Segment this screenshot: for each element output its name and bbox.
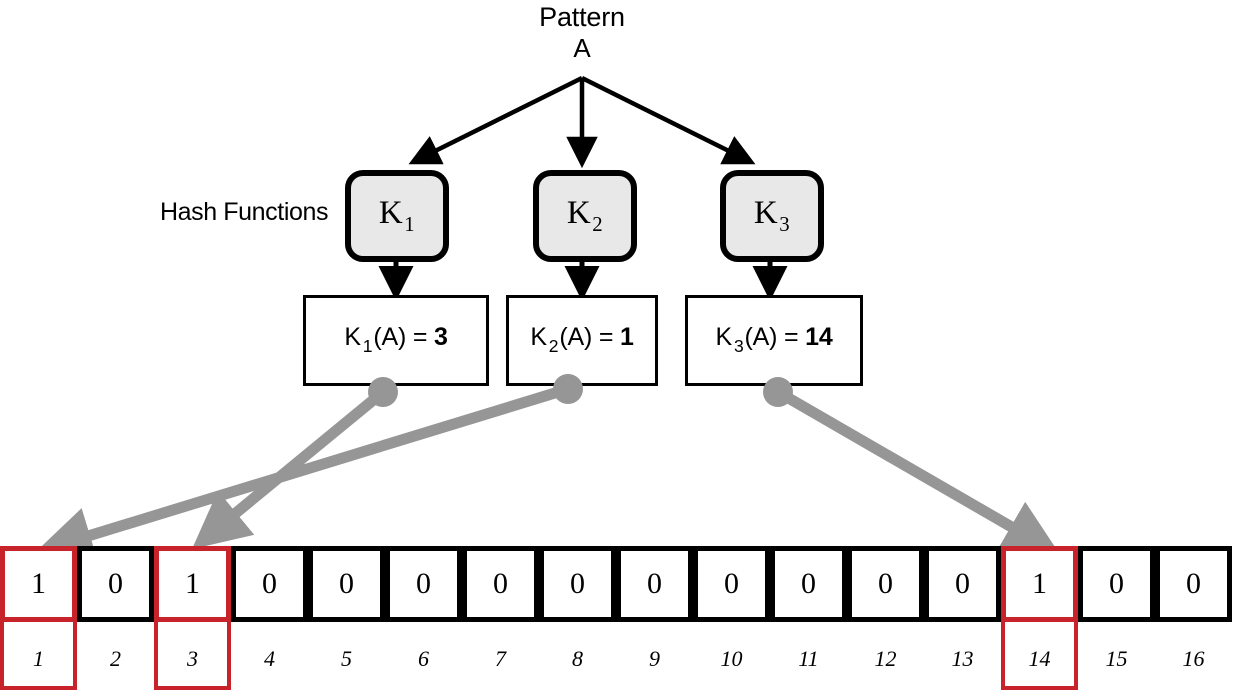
- bit-array-column: 0 10: [693, 546, 770, 690]
- hash-function-k2-text: K2: [566, 194, 604, 236]
- bit-cell[interactable]: 0: [924, 546, 1001, 622]
- page-title: Pattern A: [0, 2, 1164, 64]
- bit-index-text: 14: [1028, 646, 1051, 671]
- bit-cell[interactable]: 0: [1078, 546, 1155, 622]
- bit-index-label: 14: [1001, 622, 1078, 690]
- bit-cell[interactable]: 0: [385, 546, 462, 622]
- bit-array-column: 0 11: [770, 546, 847, 690]
- bit-array-column: 0 12: [847, 546, 924, 690]
- bit-index-text: 13: [951, 646, 974, 671]
- bit-index-label: 12: [847, 622, 924, 690]
- bit-index-text: 7: [495, 646, 506, 671]
- bit-index-text: 4: [264, 646, 275, 671]
- bit-index-label: 11: [770, 622, 847, 690]
- hash-functions-label: Hash Functions: [160, 198, 329, 226]
- bit-cell[interactable]: 0: [308, 546, 385, 622]
- bit-index-label: 5: [308, 622, 385, 690]
- bit-index-label: 7: [462, 622, 539, 690]
- hash-function-box-k1: K1: [345, 170, 449, 262]
- bit-cell[interactable]: 0: [847, 546, 924, 622]
- bit-index-label: 15: [1078, 622, 1155, 690]
- bit-index-text: 11: [798, 646, 819, 671]
- bit-index-text: 9: [649, 646, 660, 671]
- hash-function-box-k3: K3: [720, 170, 824, 262]
- bit-index-text: 5: [341, 646, 352, 671]
- bit-index-text: 16: [1182, 646, 1205, 671]
- bit-index-label: 16: [1155, 622, 1232, 690]
- arrow-k3-to-bit14: [775, 387, 1061, 556]
- hash-function-box-k2: K2: [533, 170, 637, 262]
- bit-index-label: 1: [0, 622, 77, 690]
- hash-function-k1-text: K1: [378, 194, 416, 236]
- bit-index-label: 6: [385, 622, 462, 690]
- bit-index-label: 13: [924, 622, 1001, 690]
- arrow-k2-to-bit1: [35, 383, 570, 563]
- bit-index-label: 3: [154, 622, 231, 690]
- bit-cell[interactable]: 0: [693, 546, 770, 622]
- arrow-k1-to-bit3: [191, 387, 387, 550]
- bit-cell[interactable]: 0: [462, 546, 539, 622]
- bit-index-text: 12: [874, 646, 897, 671]
- bit-index-text: 1: [33, 646, 44, 671]
- pattern-title-line2: A: [573, 33, 591, 63]
- bit-cell[interactable]: 0: [231, 546, 308, 622]
- bit-cell[interactable]: 0: [616, 546, 693, 622]
- bit-cell[interactable]: 1: [154, 546, 231, 622]
- bit-array-column: 1 14: [1001, 546, 1078, 690]
- bit-index-label: 2: [77, 622, 154, 690]
- bit-index-label: 10: [693, 622, 770, 690]
- bit-index-label: 8: [539, 622, 616, 690]
- bit-cell[interactable]: 0: [539, 546, 616, 622]
- hash-function-k3-text: K3: [753, 194, 791, 236]
- bit-index-text: 3: [187, 646, 198, 671]
- bit-array-column: 0 16: [1155, 546, 1232, 690]
- arrow-pattern-to-k3: [580, 75, 756, 165]
- bit-cell[interactable]: 1: [0, 546, 77, 622]
- bit-index-label: 4: [231, 622, 308, 690]
- bit-index-text: 15: [1105, 646, 1128, 671]
- bit-index-text: 8: [572, 646, 583, 671]
- bit-index-text: 2: [110, 646, 121, 671]
- bit-array-column: 0 13: [924, 546, 1001, 690]
- bit-index-text: 10: [720, 646, 743, 671]
- bit-cell[interactable]: 0: [770, 546, 847, 622]
- bit-index-label: 9: [616, 622, 693, 690]
- pattern-title-line1: Pattern: [539, 2, 625, 32]
- arrow-pattern-to-k1: [408, 75, 584, 165]
- bit-array-column: 0 15: [1078, 546, 1155, 690]
- bit-index-text: 6: [418, 646, 429, 671]
- bit-cell[interactable]: 0: [1155, 546, 1232, 622]
- bit-cell[interactable]: 1: [1001, 546, 1078, 622]
- bit-cell[interactable]: 0: [77, 546, 154, 622]
